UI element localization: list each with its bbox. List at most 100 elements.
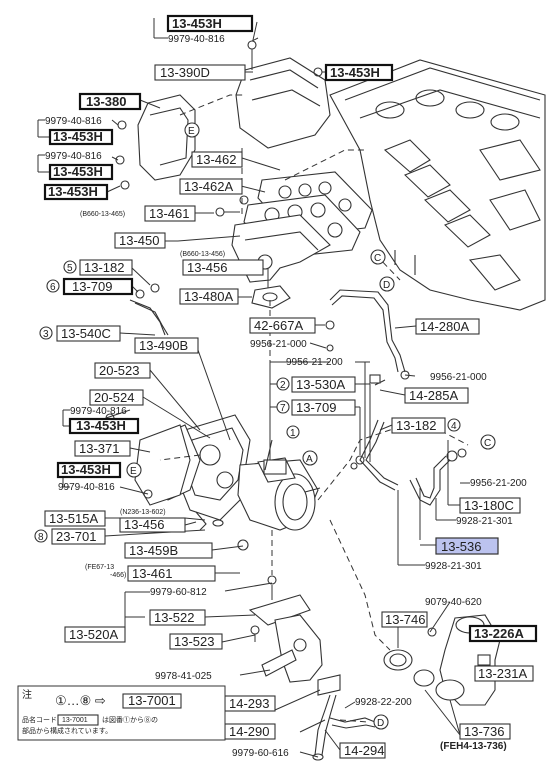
part-label-9979-40-816-a: 9979-40-816 — [45, 116, 102, 127]
part-label-9979-40-816-b: 9979-40-816 — [45, 151, 102, 162]
part-label-9928-22-200: 9928-22-200 — [355, 697, 412, 708]
turbo-gasket-illustration — [251, 268, 291, 309]
part-label-13-709-left: 13-709 — [72, 279, 112, 294]
note-line3: 部品から構成されています。 — [22, 726, 112, 735]
part-label-13-515a: 13-515A — [49, 511, 98, 526]
part-label-9928-21-301-b: 9928-21-301 — [425, 561, 482, 572]
part-label-13-480a: 13-480A — [184, 289, 233, 304]
part-label-n236-13-602: (N236-13-602) — [120, 509, 166, 516]
note-line2-part: 13-7001 — [62, 717, 88, 724]
part-label-9956-21-200-a: 9956-21-200 — [286, 357, 343, 368]
part-label-feh4-13-736: (FEH4-13-736) — [440, 741, 507, 752]
part-label-14-280a: 14-280A — [420, 319, 469, 334]
part-label-14-294: 14-294 — [344, 743, 384, 758]
note-title: 注 — [22, 688, 32, 701]
part-label-13-530a: 13-530A — [296, 377, 345, 392]
callout-number-5: 5 — [67, 263, 73, 274]
part-label-13-462a: 13-462A — [184, 179, 233, 194]
part-label-14-290: 14-290 — [229, 724, 269, 739]
part-label-13-231a: 13-231A — [478, 666, 527, 681]
part-label-13-736: 13-736 — [464, 724, 504, 739]
water-pipe-illustration — [350, 419, 467, 506]
part-label-13-523-bracket: 13-523 — [174, 634, 214, 649]
part-label-13-182-mid: 13-182 — [396, 418, 436, 433]
part-label-13-453h-d: 13-453H — [76, 418, 126, 433]
callout-number-4: 4 — [451, 421, 457, 432]
part-label-20-523: 20-523 — [99, 363, 139, 378]
part-label-9979-40-816-c: 9979-40-816 — [70, 406, 127, 417]
heat-shield-illustration — [235, 40, 331, 149]
oil-return-pipe-illustration — [312, 674, 376, 761]
part-label-13-453h-e: 13-453H — [61, 462, 111, 477]
part-label-13-371: 13-371 — [79, 441, 119, 456]
part-label-9979-60-616: 9979-60-616 — [232, 748, 289, 759]
part-label-9978-41-025: 9978-41-025 — [155, 671, 212, 682]
note-assembly-part: 13-7001 — [128, 693, 176, 708]
callout-number-8: 8 — [38, 532, 44, 543]
part-label-13-380: 13-380 — [86, 94, 126, 109]
part-label-9928-21-301-a: 9928-21-301 — [456, 516, 513, 527]
part-label-13-461-bottom: 13-461 — [132, 566, 172, 581]
part-label-13-456-top: 13-456 — [187, 260, 227, 275]
part-label-13-746: 13-746 — [385, 612, 425, 627]
part-label-9979-40-816-top: 9979-40-816 — [168, 34, 225, 45]
callout-letter-d-top: D — [383, 280, 390, 291]
callout-number-2: 2 — [280, 380, 286, 391]
part-label-b660-13-456: (B660-13-456) — [180, 251, 225, 258]
callout-number-1: 1 — [290, 428, 296, 439]
oil-pipe-illustration — [129, 283, 169, 336]
part-label-9079-40-620: 9079-40-620 — [425, 597, 482, 608]
turbo-bracket-illustration — [248, 575, 323, 683]
cylinder-head-illustration — [329, 59, 546, 311]
part-label-9979-60-812: 9979-60-812 — [150, 587, 207, 598]
part-label-13-453h-b: 13-453H — [53, 164, 103, 179]
part-label-13-520a: 13-520A — [69, 627, 118, 642]
part-label-13-182-left: 13-182 — [84, 260, 124, 275]
part-label-13-459b: 13-459B — [129, 543, 178, 558]
part-label-14-293: 14-293 — [229, 696, 269, 711]
part-label-23-701: 23-701 — [56, 529, 96, 544]
part-label-14-285a: 14-285A — [409, 388, 458, 403]
part-label-13-390d: 13-390D — [160, 65, 210, 80]
part-label-fe67-13-466-line2: -466) — [110, 572, 126, 579]
part-label-13-456-mid: 13-456 — [124, 517, 164, 532]
callout-number-6: 6 — [50, 282, 56, 293]
note-range: ①…⑧ ⇨ — [55, 693, 106, 708]
heat-insulator-illustration — [105, 94, 196, 506]
callout-letter-c-right: C — [484, 438, 491, 449]
part-label-13-540c: 13-540C — [61, 326, 111, 341]
part-label-fe67-13-466-line1: (FE67-13 — [85, 564, 114, 571]
part-label-13-522: 13-522 — [154, 610, 194, 625]
note-line2-suffix: は図番①から⑧の — [102, 716, 158, 724]
callout-letter-e-left: E — [130, 466, 137, 477]
callout-letter-e-top: E — [188, 126, 195, 137]
part-label-9956-21-200-b: 9956-21-200 — [470, 478, 527, 489]
part-label-13-462: 13-462 — [196, 152, 236, 167]
callout-letter-a: A — [306, 454, 313, 465]
oil-hose-illustration — [325, 289, 410, 386]
part-label-13-450: 13-450 — [119, 233, 159, 248]
note-line2-prefix: 品名コード — [22, 715, 57, 724]
callout-number-7: 7 — [280, 403, 286, 414]
part-label-13-490b: 13-490B — [139, 338, 188, 353]
part-label-13-180c: 13-180C — [464, 498, 514, 513]
part-label-13-453h-a: 13-453H — [53, 129, 103, 144]
part-label-9956-21-000-b: 9956-21-000 — [430, 372, 487, 383]
part-label-13-709-mid: 13-709 — [296, 400, 336, 415]
callout-letter-d-bottom: D — [377, 718, 384, 729]
part-label-9979-40-816-d: 9979-40-816 — [58, 482, 115, 493]
assembly-note-box: 注 ①…⑧ ⇨ 13-7001 品名コード 13-7001 は図番①から⑧の 部… — [17, 685, 226, 741]
part-label-42-667a: 42-667A — [254, 318, 303, 333]
part-label-13-226a: 13-226A — [474, 626, 524, 641]
callout-number-3: 3 — [43, 329, 49, 340]
part-labels: 13-453H 9979-40-816 13-390D 13-453H 13-3… — [34, 14, 538, 759]
callout-letter-c-top: C — [374, 253, 381, 264]
part-label-13-536-highlighted: 13-536 — [441, 539, 481, 554]
part-label-13-461-top: 13-461 — [149, 206, 189, 221]
part-label-13-453h-top: 13-453H — [172, 16, 222, 31]
part-label-b660-13-465: (B660-13-465) — [80, 211, 125, 218]
part-label-13-453h-right: 13-453H — [330, 65, 380, 80]
part-label-20-524: 20-524 — [94, 390, 134, 405]
part-label-13-453h-c: 13-453H — [48, 184, 98, 199]
